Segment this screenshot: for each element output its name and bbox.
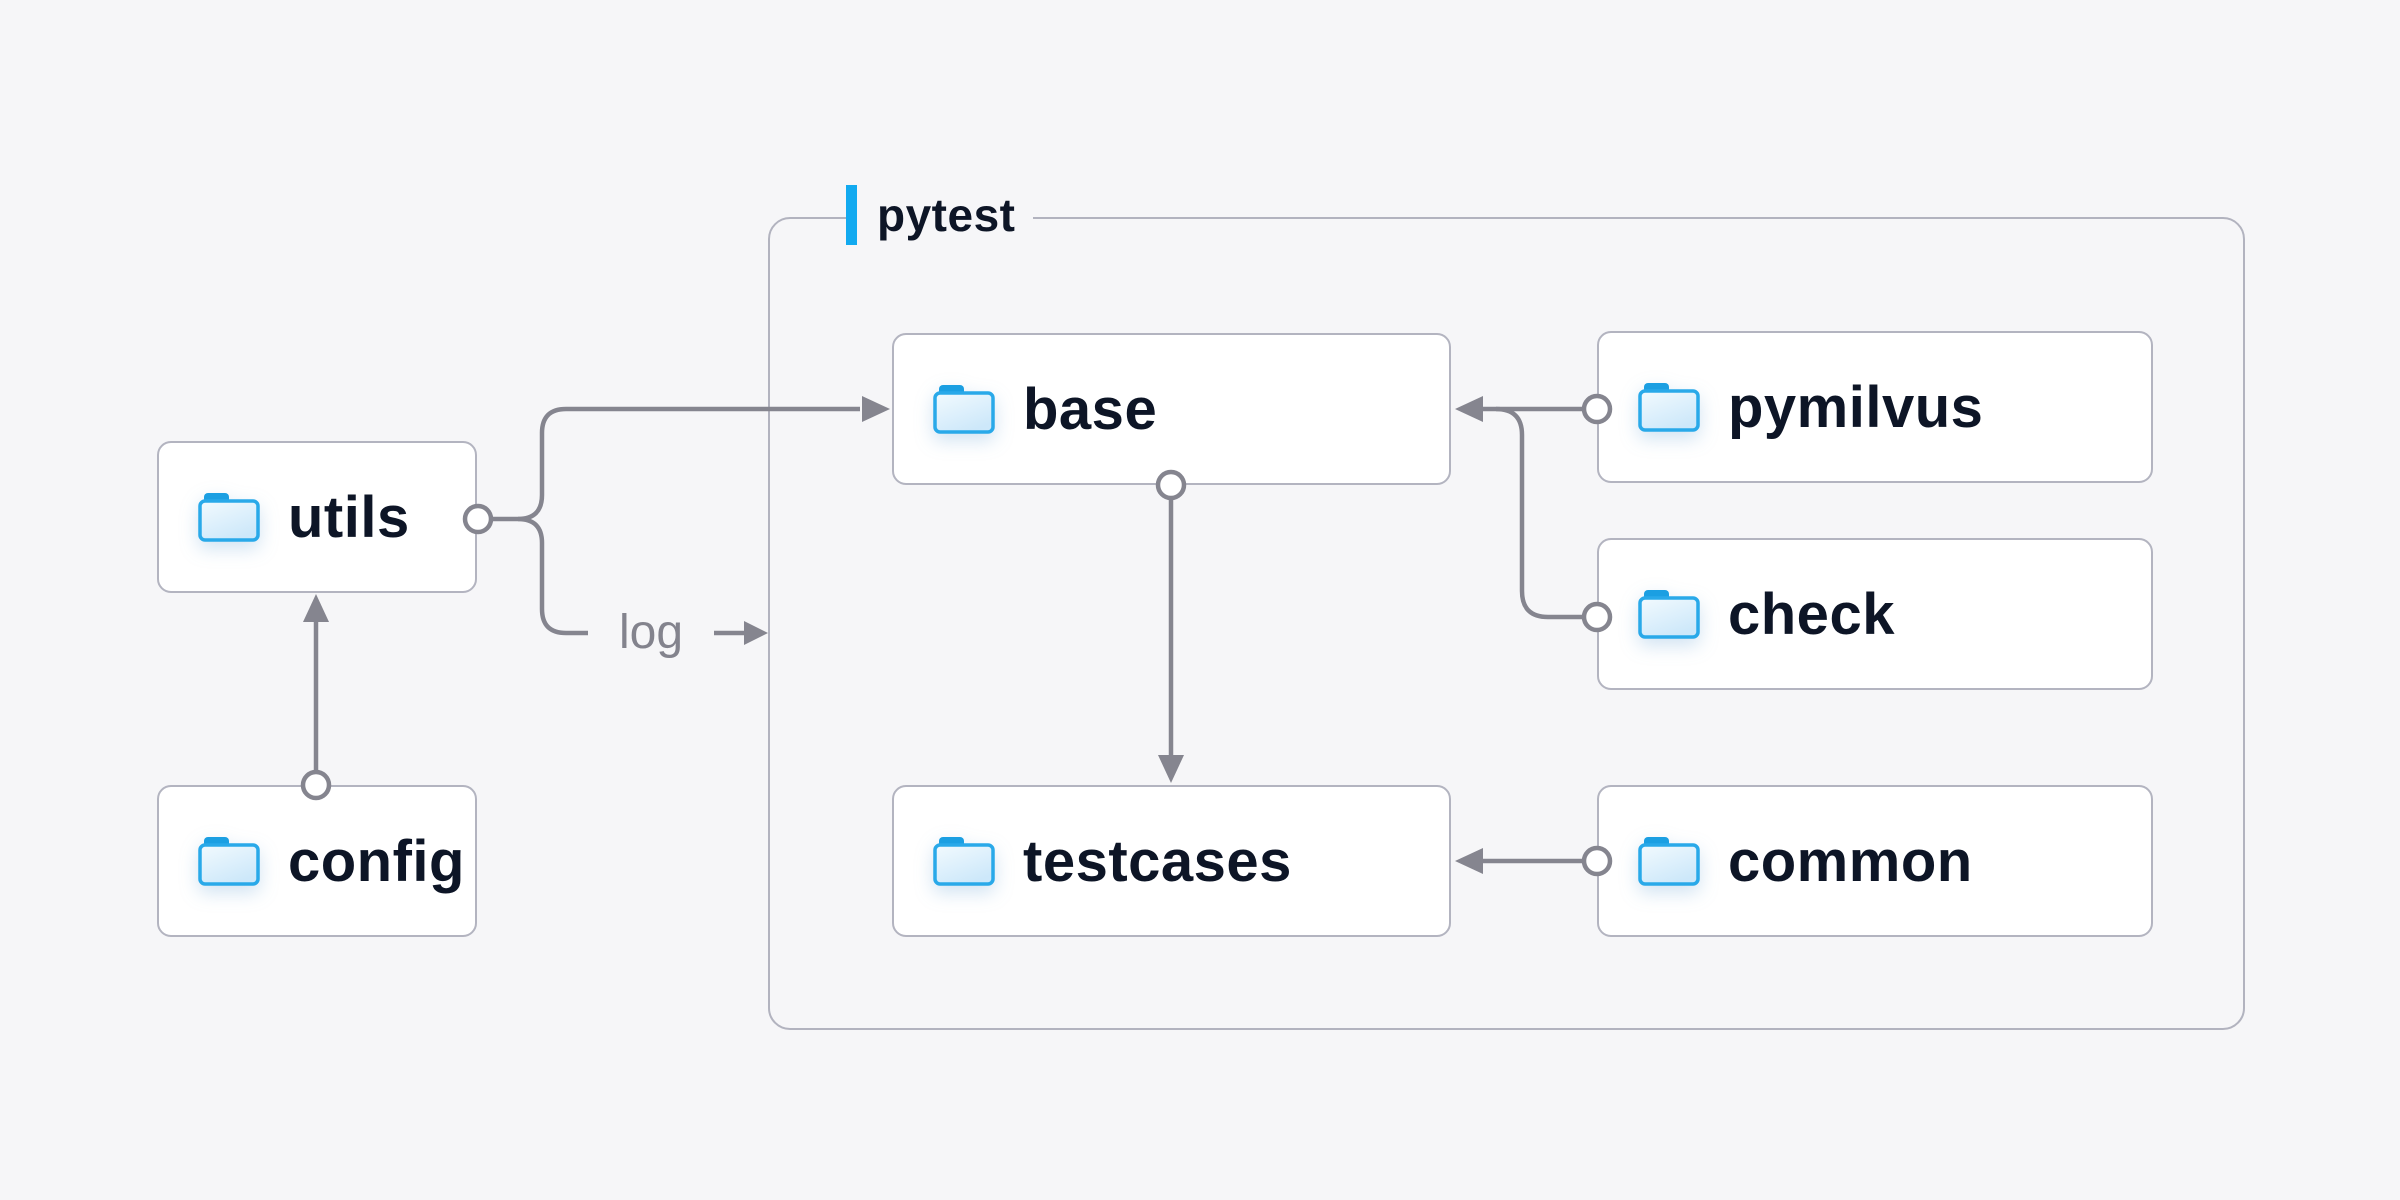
folder-icon	[197, 491, 261, 543]
edge-config-utils	[300, 594, 332, 801]
node-label-pymilvus: pymilvus	[1728, 374, 1984, 440]
folder-icon	[932, 383, 996, 435]
pytest-container-label: pytest	[846, 184, 1034, 246]
folder-icon	[1637, 381, 1701, 433]
node-config[interactable]: config	[157, 785, 477, 937]
folder-icon	[1637, 588, 1701, 640]
node-pymilvus[interactable]: pymilvus	[1597, 331, 2153, 483]
pytest-container-title: pytest	[877, 189, 1016, 241]
node-label-common: common	[1728, 828, 1973, 894]
node-testcases[interactable]: testcases	[892, 785, 1451, 937]
node-check[interactable]: check	[1597, 538, 2153, 690]
folder-icon	[197, 835, 261, 887]
node-base[interactable]: base	[892, 333, 1451, 485]
node-utils[interactable]: utils	[157, 441, 477, 593]
pytest-container	[768, 217, 2245, 1030]
accent-bar	[846, 185, 857, 245]
folder-icon	[932, 835, 996, 887]
node-common[interactable]: common	[1597, 785, 2153, 937]
node-label-utils: utils	[288, 484, 410, 550]
folder-icon	[1637, 835, 1701, 887]
node-label-base: base	[1023, 376, 1158, 442]
node-label-testcases: testcases	[1023, 828, 1292, 894]
node-label-config: config	[288, 828, 465, 894]
edge-label-log: log	[618, 606, 684, 659]
node-label-check: check	[1728, 581, 1895, 647]
